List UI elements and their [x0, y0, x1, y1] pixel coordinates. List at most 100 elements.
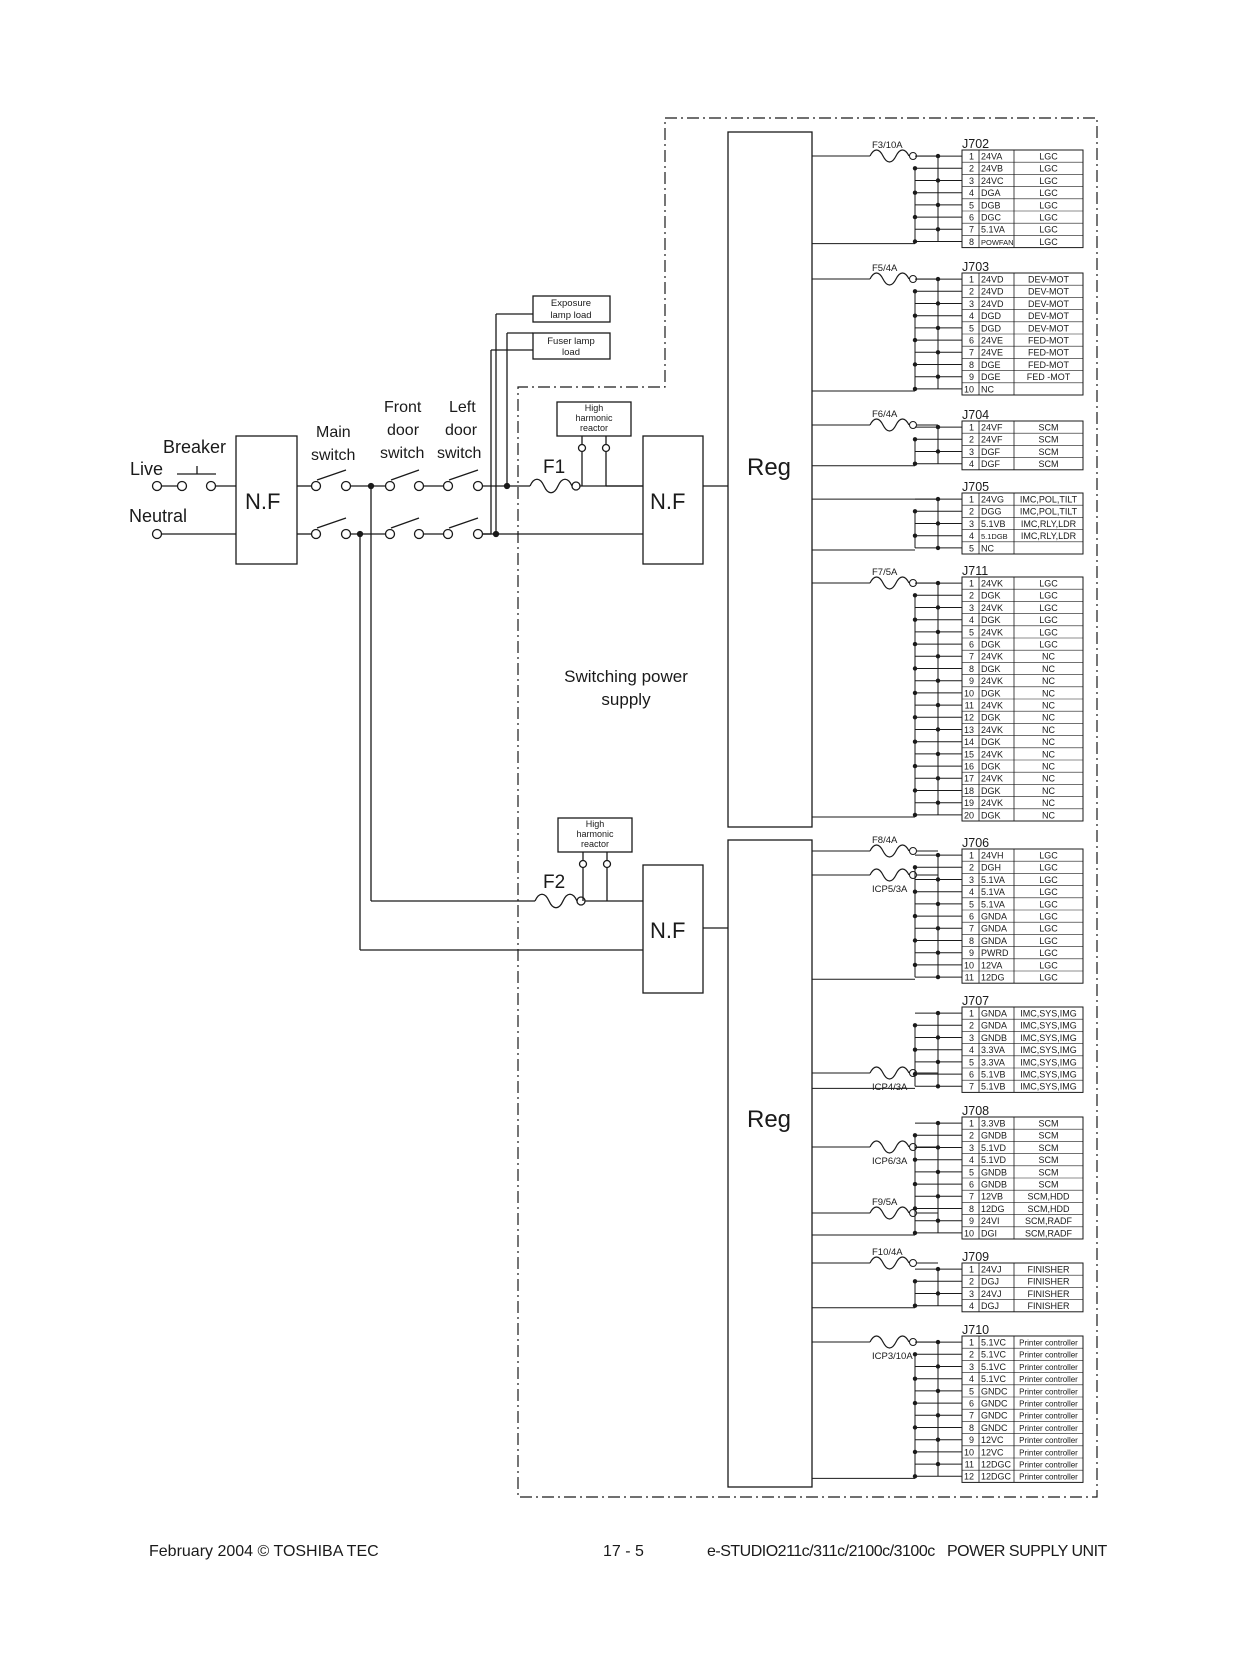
nf-input-label: N.F [245, 489, 280, 514]
pin-text: 24VK [981, 579, 1003, 589]
pin-text: 8 [969, 1204, 974, 1214]
pin-text: 12 [964, 713, 974, 723]
pin-text: NC [1042, 676, 1055, 686]
fuse-symbol [869, 844, 910, 858]
fuse-terminal [909, 1143, 917, 1151]
fuse-symbol [869, 149, 910, 163]
junction-dot [912, 313, 918, 318]
junction-dot [935, 1364, 941, 1369]
pin-text: GNDC [981, 1399, 1008, 1409]
pin-text: DGG [981, 507, 1002, 517]
junction-dot [935, 1413, 941, 1418]
pin-text: IMC,SYS,IMG [1020, 1082, 1077, 1092]
fuse-symbol [869, 1066, 910, 1080]
pin-text: 2 [969, 1131, 974, 1141]
junction-dot [935, 227, 941, 232]
reactor2-text-2: harmonic [576, 829, 614, 839]
pin-text: ICP3/10A [872, 1351, 913, 1362]
pin-text: IMC,SYS,IMG [1020, 1045, 1077, 1055]
junction-dot [912, 641, 918, 647]
pin-text: 20 [964, 810, 974, 820]
pin-text: 9 [969, 1216, 974, 1226]
junction-dot [935, 702, 941, 708]
junction-dot [912, 289, 918, 294]
pin-text: NC [1042, 688, 1055, 698]
pin-text: 8 [969, 1423, 974, 1433]
pin-text: 1 [969, 152, 974, 162]
junction-dot [912, 617, 918, 622]
fuse-terminal-2 [909, 871, 917, 879]
switch-network [297, 313, 643, 951]
pin-text: DGJ [981, 1277, 999, 1287]
junction-dot [912, 437, 918, 442]
pin-text: 3.3VA [981, 1045, 1005, 1055]
pin-text: LGC [1039, 899, 1058, 909]
pin-text: GNDB [981, 1033, 1007, 1043]
pin-text: IMC,RLY,LDR [1021, 531, 1077, 541]
pin-text: SCM [1039, 1131, 1059, 1141]
pin-text: IMC,RLY,LDR [1021, 519, 1077, 529]
junction-dot [912, 1157, 918, 1162]
pin-text: 8 [969, 936, 974, 946]
pin-text: Printer controller [1019, 1375, 1078, 1384]
pin-text: DGC [981, 213, 1002, 223]
pin-text: FINISHER [1027, 1301, 1070, 1311]
pin-text: NC [1042, 774, 1055, 784]
junction-dot [912, 337, 918, 343]
pin-text: Printer controller [1019, 1448, 1078, 1457]
pin-text: 3 [969, 447, 974, 457]
pin-text: 24VB [981, 164, 1003, 174]
junction-dot [912, 533, 918, 538]
pin-text: DGK [981, 810, 1001, 820]
reactor2-text-3: reactor [581, 839, 609, 849]
fuser-lamp-text-2: load [562, 347, 580, 358]
pin-text: NC [1042, 713, 1055, 723]
pin-text: DGK [981, 786, 1001, 796]
pin-text: LGC [1039, 851, 1058, 861]
pin-text: NC [981, 384, 994, 394]
junction-dot [912, 938, 918, 943]
pin-text: NC [1042, 749, 1055, 759]
pin-text: 24VK [981, 774, 1003, 784]
pin-text: LGC [1039, 213, 1058, 223]
pin-text: 1 [969, 423, 974, 433]
pin-text: SCM,HDD [1028, 1204, 1070, 1214]
pin-text: 24VK [981, 725, 1003, 735]
pin-text: 7 [969, 1411, 974, 1421]
pin-text: 6 [969, 336, 974, 346]
pin-text: 6 [969, 213, 974, 223]
pin-text: LGC [1039, 591, 1058, 601]
junction-dot [935, 545, 941, 551]
pin-text: IMC,SYS,IMG [1020, 1021, 1077, 1031]
neutral-terminal [151, 528, 163, 540]
pin-text: J707 [962, 994, 989, 1008]
pin-text: 16 [964, 762, 974, 772]
pin-text: 24VF [981, 435, 1003, 445]
pin-text: 5.1VC [981, 1374, 1007, 1384]
junction-dot [935, 1388, 941, 1394]
pin-text: LGC [1039, 973, 1058, 983]
pin-text: 24VK [981, 603, 1003, 613]
pin-text: 1 [969, 495, 974, 505]
pin-text: 6 [969, 1070, 974, 1080]
pin-text: 3 [969, 603, 974, 613]
main-switch-label-2: switch [311, 447, 355, 464]
junction-dot [935, 1291, 941, 1296]
left-door-label-3: switch [437, 445, 481, 462]
pin-text: GNDB [981, 1180, 1007, 1190]
pin-text: DEV-MOT [1028, 287, 1070, 297]
pin-text: DGJ [981, 1301, 999, 1311]
pin-text: LGC [1039, 176, 1058, 186]
pin-text: LGC [1039, 225, 1058, 235]
exposure-lamp-load [532, 295, 611, 323]
pin-text: SCM [1039, 459, 1059, 469]
pin-text: LGC [1039, 188, 1058, 198]
pin-text: NC [1042, 664, 1055, 674]
